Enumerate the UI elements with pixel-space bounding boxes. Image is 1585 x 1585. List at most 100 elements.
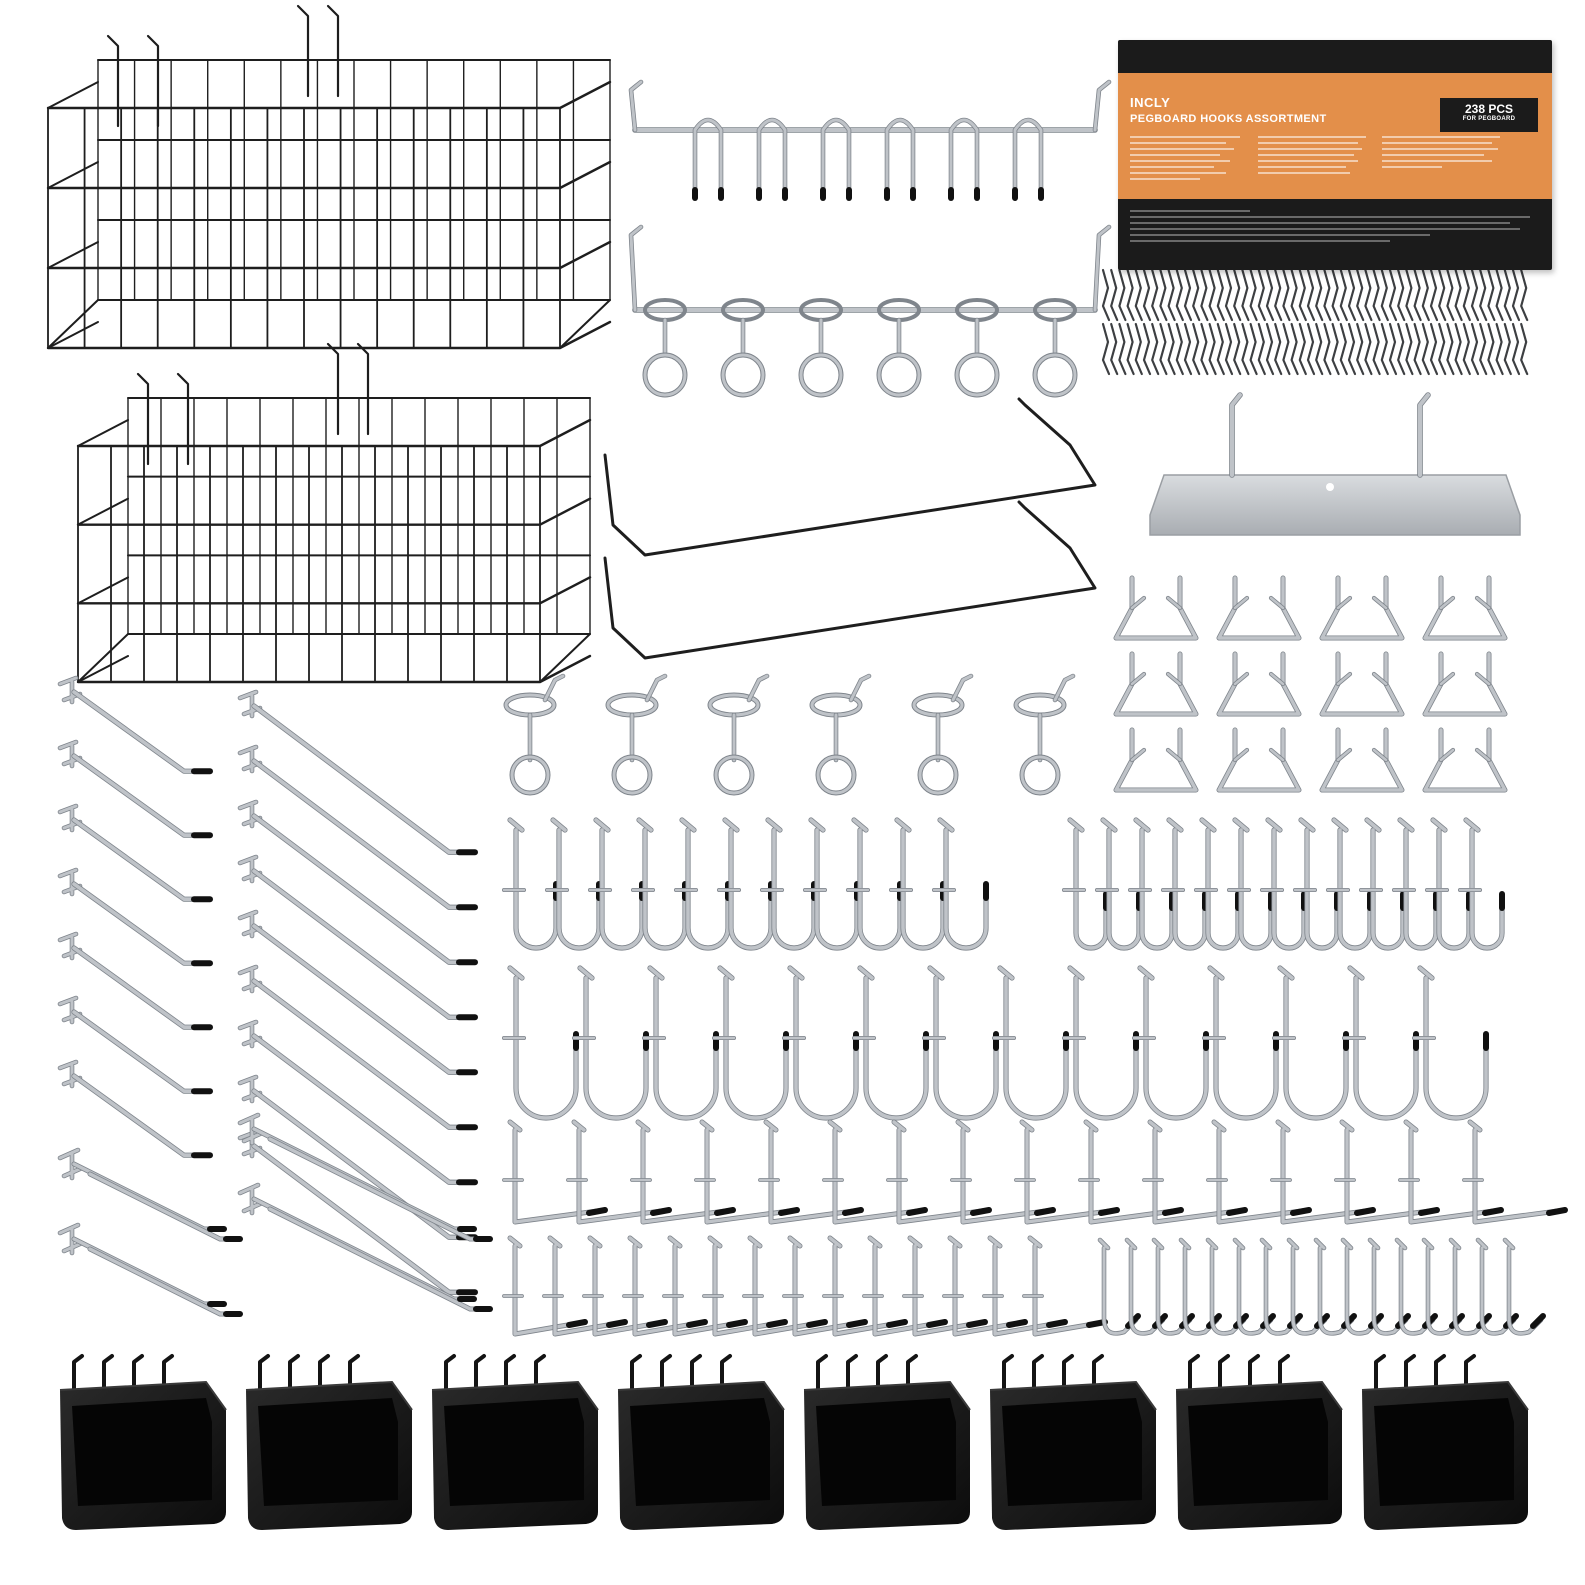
- l-hook-wire-shadow: [1467, 1119, 1568, 1225]
- triangle-wire: [1114, 576, 1198, 640]
- curved-hook-wire: [1179, 1238, 1219, 1335]
- l-hook-wire: [1148, 1120, 1247, 1224]
- basket-wire: [77, 633, 129, 683]
- locking-clip: [1479, 322, 1488, 376]
- ring-holder-2: [605, 673, 668, 796]
- locking-clip: [1249, 322, 1258, 376]
- j-hook-wire: [1233, 818, 1273, 950]
- single-hook-short-7: [57, 1059, 213, 1159]
- locking-clip: [1315, 322, 1324, 376]
- triangle-peg: [1439, 596, 1491, 610]
- locking-clip: [1479, 268, 1488, 322]
- locking-clip: [1274, 322, 1283, 376]
- triangle-peg: [1336, 672, 1388, 686]
- locking-clip: [1224, 322, 1234, 376]
- bin-hook: [630, 1354, 642, 1394]
- single-hook-short-4: [57, 867, 213, 967]
- rack-prong: [949, 118, 979, 192]
- rubber-tip: [1354, 1207, 1376, 1216]
- j-hook-wire: [508, 818, 558, 950]
- single-hook-short-6: [57, 995, 213, 1095]
- locking-clip: [1331, 322, 1340, 376]
- paper-towel-holder-1: [603, 397, 1097, 557]
- single-hook-long-3: [237, 799, 478, 966]
- locking-clip: [1118, 268, 1127, 322]
- rubber-tip: [1482, 1207, 1504, 1216]
- bin-hook: [1374, 1354, 1386, 1394]
- locking-clip: [1397, 322, 1406, 376]
- locking-clip: [1208, 322, 1217, 376]
- curved-hook-wire: [1422, 1238, 1462, 1335]
- l-hook-wire-shadow: [747, 1235, 828, 1337]
- rubber-tip: [726, 1319, 748, 1328]
- l-hook-wire-shadow: [1083, 1119, 1184, 1225]
- locking-clip: [1495, 268, 1504, 322]
- basket-rail: [76, 418, 592, 448]
- l-hook-wire: [1028, 1236, 1107, 1336]
- basket-rail: [77, 419, 129, 447]
- pegboard-bin-4: [617, 1354, 785, 1530]
- l-hook-wire-shadow: [507, 1119, 608, 1225]
- basket-hanger: [356, 342, 370, 436]
- l-hook-wire-shadow: [635, 1119, 736, 1225]
- single-hook-short-2: [57, 739, 213, 839]
- j-hook-small-5: [674, 817, 731, 951]
- l-hook-9: [1014, 1119, 1120, 1225]
- single-hook-long-6: [237, 964, 478, 1131]
- locking-clip: [1323, 268, 1332, 322]
- locking-clip: [1454, 322, 1463, 376]
- curved-hook-wire: [1341, 1238, 1381, 1335]
- locking-clip: [1126, 322, 1135, 376]
- rack-end: [1093, 225, 1111, 312]
- locking-clip: [1159, 322, 1168, 376]
- locking-clip: [1495, 322, 1504, 376]
- l-hook-wire-shadow: [827, 1119, 928, 1225]
- basket-hanger: [326, 342, 340, 436]
- l-hook-wire-shadow: [667, 1235, 748, 1337]
- locking-clip: [1192, 268, 1201, 322]
- bin-rim: [1175, 1380, 1343, 1411]
- l-hook-wire: [868, 1236, 947, 1336]
- j-hook-large-14: [1412, 965, 1489, 1121]
- j-hook-large-13: [1342, 965, 1419, 1121]
- j-hook-wire-shadow: [927, 965, 999, 1121]
- rack-end: [1093, 80, 1111, 132]
- bin-hook: [504, 1354, 516, 1394]
- triangle-wire-shadow: [1319, 651, 1405, 717]
- l-hook-wire: [908, 1236, 987, 1336]
- ring-holder-5: [911, 673, 974, 796]
- wire-basket-2: [76, 342, 592, 684]
- basket-hanger: [326, 4, 340, 98]
- double-hook-4: [237, 1182, 493, 1312]
- l-hook-wire: [748, 1236, 827, 1336]
- pegboard-bin-8: [1361, 1354, 1529, 1530]
- ring-holder-6: [1013, 673, 1076, 796]
- hook-prong: [252, 704, 469, 855]
- single-hook-long-1: [237, 689, 478, 856]
- bin-hook: [876, 1354, 888, 1394]
- ring-loop: [612, 755, 652, 795]
- locking-clip: [1142, 268, 1152, 322]
- ring-holder-4: [809, 673, 872, 796]
- l-hook-wire-shadow: [587, 1235, 668, 1337]
- l-hook-wire: [700, 1120, 799, 1224]
- count-label: 238 PCS: [1464, 102, 1514, 116]
- towel-wire: [603, 397, 1097, 557]
- j-hook-wire: [723, 818, 773, 950]
- bin-rim: [431, 1380, 599, 1411]
- curved-hook-wire: [1503, 1238, 1543, 1335]
- locking-clip: [1503, 322, 1512, 376]
- locking-clip: [1110, 322, 1119, 376]
- shelf-plate: [1149, 474, 1521, 536]
- j-hook-wire: [648, 966, 718, 1120]
- rack-prong: [1013, 118, 1043, 192]
- ring-loop: [877, 353, 921, 397]
- locking-clip: [1429, 268, 1439, 322]
- locking-clip: [1290, 268, 1299, 322]
- l-hook-small-4: [622, 1235, 708, 1337]
- triangle-wire-shadow: [1216, 651, 1302, 717]
- multi-hook-racks: [628, 79, 1112, 398]
- locking-clip: [1511, 322, 1521, 376]
- locking-clip: [1347, 322, 1357, 376]
- triangle-wire-shadow: [1319, 575, 1405, 641]
